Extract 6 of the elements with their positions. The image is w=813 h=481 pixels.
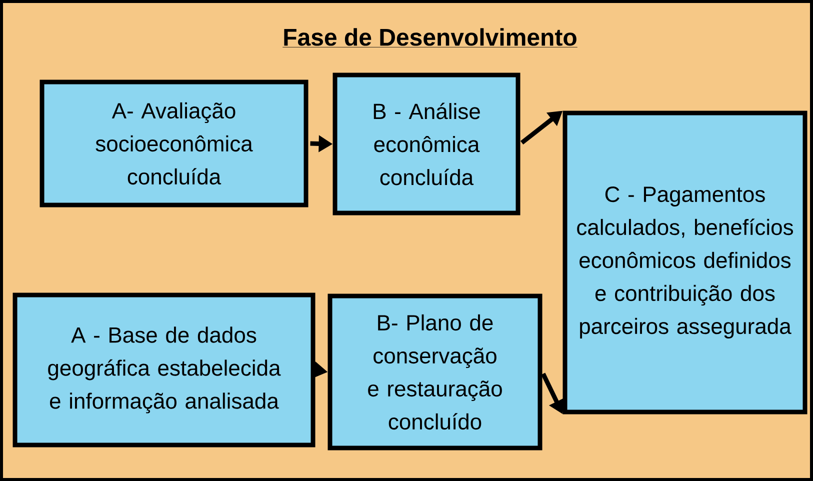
title: Fase de Desenvolvimento (282, 28, 578, 48)
process-box: A - Base de dados geográfica estabelecida e informação analisada (12, 292, 316, 448)
process-box: A- Avaliação socioeconômica concluída (40, 80, 308, 208)
process-box: C - Pagamentos calculados, benefícios econômicos definidos e contribuição dos parceiros assegurada (562, 110, 808, 414)
process-box: B- Plano de conservação e restauração concluído (328, 294, 542, 450)
process-box: B - Análise econômica concluída (332, 72, 520, 216)
